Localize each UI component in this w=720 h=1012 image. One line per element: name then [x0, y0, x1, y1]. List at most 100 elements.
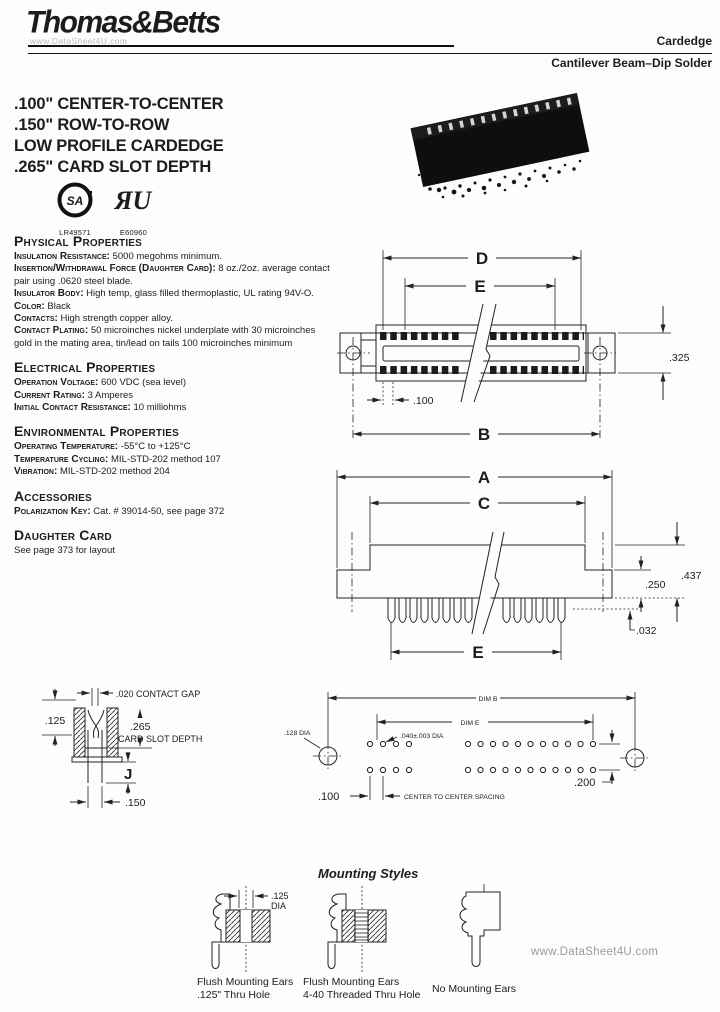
hole-dia-label: .040±.003 DIA — [400, 733, 444, 740]
contact-gap-callout: .020 CONTACT GAP — [77, 688, 200, 706]
spec-value: High strength copper alloy. — [57, 313, 173, 325]
spec-label: Contacts: — [14, 313, 58, 325]
connector-body-top-view — [337, 324, 616, 440]
spec-label: Operating Temperature: — [14, 441, 119, 453]
spec-label: Operation Voltage: — [14, 377, 99, 389]
csa-file-number: LR49571 — [59, 228, 91, 237]
contact-beam-left — [87, 709, 100, 739]
caption-line: .125" Thru Hole — [197, 989, 270, 1001]
cross-section-drawing: .020 CONTACT GAP .125 .265 CARD SLOT DEP… — [42, 688, 202, 809]
svg-text:ЯU: ЯU — [114, 186, 153, 215]
connector-body-side-view — [336, 532, 613, 623]
title-block: .100" CENTER-TO-CENTER .150" ROW-TO-ROW … — [14, 94, 224, 178]
dimension-a: A — [336, 468, 613, 568]
title-line-4: .265" CARD SLOT DEPTH — [14, 158, 212, 176]
header-rule-thick — [28, 45, 454, 47]
spec-label: Initial Contact Resistance: — [14, 402, 131, 414]
connector-profile — [328, 893, 347, 943]
certifications: SA LR49571 ЯU E60960 — [55, 181, 175, 237]
mount-dim-dia: DIA — [271, 901, 286, 911]
spec-value: 10 milliohms — [130, 402, 187, 414]
csa-logo-icon: SA — [57, 182, 93, 218]
caption-line: 4-40 Threaded Thru Hole — [303, 989, 421, 1001]
spec-label: Insulation Resistance: — [14, 251, 110, 262]
spec-row: Current Rating: 3 Amperes — [14, 390, 332, 402]
spec-row: Contact Plating: 50 microinches nickel u… — [14, 325, 332, 350]
dimension-j: J — [102, 752, 136, 794]
thomas-betts-logo: Thomas&Betts — [26, 5, 221, 40]
daughter-card-note: See page 373 for layout — [14, 545, 115, 557]
break-lines — [460, 303, 497, 403]
spec-label: Insulator Body: — [14, 288, 84, 300]
spec-row: Polarization Key: Cat. # 39014-50, see p… — [14, 506, 332, 518]
pin-hole-callout: .040±.003 DIA — [385, 733, 444, 743]
spec-value: High temp, glass filled thermoplastic, U… — [83, 288, 314, 300]
dim-437-label: .437 — [681, 570, 702, 582]
spec-value: -55°C to +125°C — [118, 441, 191, 453]
spec-row: Color: Black — [14, 301, 332, 313]
dim-100-label: .100 — [318, 791, 339, 803]
pin-holes-bottom-row — [366, 766, 597, 774]
dim-032-label: .032 — [636, 625, 657, 637]
section-heading-physical: Physical Properties — [14, 233, 143, 249]
dimension-325: .325 — [618, 306, 690, 400]
spec-value: 3 Amperes — [84, 389, 134, 401]
ul-logo-icon: ЯU — [114, 186, 153, 215]
spec-value: 8 oz./2oz. average contact pair using .0… — [14, 263, 330, 287]
break-lines — [471, 531, 505, 635]
section-heading-electrical: Electrical Properties — [14, 359, 156, 376]
spec-column: Physical Properties Insulation Resistanc… — [14, 233, 332, 558]
spec-label: Temperature Cycling: — [14, 453, 109, 465]
spec-row: Insulator Body: High temp, glass filled … — [14, 288, 332, 300]
spec-value: 600 VDC (sea level) — [98, 377, 186, 389]
ul-certification: ЯU E60960 — [111, 181, 155, 237]
spec-value: Cat. # 39014-50, see page 372 — [90, 505, 225, 517]
pcb-dim-e-label: DIM E — [461, 720, 480, 727]
mounting-style-no-ears — [459, 884, 501, 967]
mounting-caption-3: No Mounting Ears — [432, 983, 516, 996]
header-rule-thin — [28, 53, 712, 54]
title-line-3: LOW PROFILE CARDEDGE — [14, 137, 224, 155]
mounting-style-flush-thru-hole: .125 DIA — [211, 886, 289, 972]
dim-e-label: E — [474, 277, 485, 296]
card-slot-depth-callout: .265 CARD SLOT DEPTH — [109, 709, 202, 749]
mount-dia-label: .128 DIA — [284, 730, 311, 737]
dimension-e-top: E — [404, 277, 556, 330]
mounting-style-flush-threaded — [327, 886, 387, 972]
dim-150-label: .150 — [125, 797, 146, 809]
housing-section — [71, 707, 123, 783]
mounting-styles-title: Mounting Styles — [318, 866, 419, 881]
watermark-bottom: www.DataSheet4U.com — [531, 946, 659, 958]
mounting-caption-1: Flush Mounting Ears .125" Thru Hole — [197, 976, 293, 1002]
caption-line: No Mounting Ears — [432, 983, 517, 995]
csa-certification: SA LR49571 — [55, 181, 95, 237]
dim-d-label: D — [476, 249, 488, 268]
photo-pin-texture — [417, 159, 582, 199]
dim-125-label: .125 — [45, 715, 66, 727]
mounting-caption-2: Flush Mounting Ears 4-40 Threaded Thru H… — [303, 976, 421, 1002]
spec-label: Color: — [14, 300, 45, 312]
spec-row: Initial Contact Resistance: 10 milliohms — [14, 402, 332, 414]
dim-j-label: J — [124, 766, 132, 783]
svg-text:SA: SA — [67, 194, 84, 208]
connector-product-photo — [410, 92, 590, 199]
spec-label: Contact Plating: — [14, 325, 89, 337]
dimension-437: .437 — [615, 522, 702, 622]
connector-profile — [212, 893, 231, 943]
spec-row: Insulation Resistance: 5000 megohms mini… — [14, 251, 332, 263]
dim-200-label: .200 — [574, 777, 595, 789]
pcb-layout-drawing: DIM B DIM E .128 DIA .040±.003 DIA — [284, 692, 650, 803]
dimension-d: D — [382, 249, 582, 330]
dimension-125: .125 — [42, 689, 76, 746]
spec-label: Polarization Key: — [14, 505, 91, 517]
dim-a-label: A — [478, 468, 490, 487]
dimension-200: .200 — [574, 730, 620, 789]
product-type: Cantilever Beam–Dip Solder — [551, 56, 712, 70]
watermark-top: www.DataSheet4U.com — [30, 36, 128, 46]
mount-dim-125: .125 — [271, 891, 289, 901]
dimension-c: C — [369, 494, 586, 543]
pin — [327, 941, 337, 969]
spec-label: Current Rating: — [14, 389, 85, 401]
dimension-100-pitch: .100 — [367, 382, 434, 407]
section-heading-accessories: Accessories — [14, 487, 92, 504]
